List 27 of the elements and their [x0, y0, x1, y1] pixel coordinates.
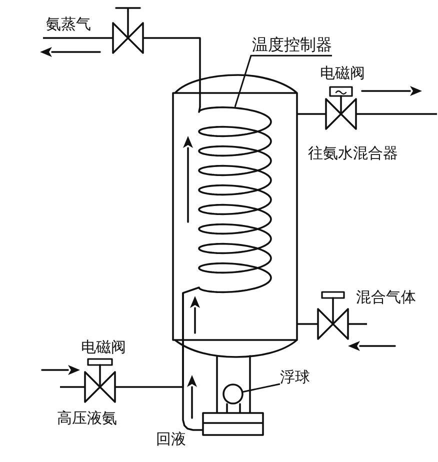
- solenoid-valve-icon: [325, 86, 357, 130]
- stream-label: 往氨水混合器: [308, 145, 398, 162]
- pipe: [143, 37, 201, 107]
- pipe: [60, 386, 85, 388]
- pipe: [297, 113, 326, 115]
- pipe: [348, 323, 367, 325]
- stream-label: 混合气体: [356, 289, 416, 306]
- spiral-coil: [182, 106, 272, 294]
- pipe: [356, 113, 437, 115]
- float-ball: [222, 384, 244, 404]
- float-chamber: [202, 355, 264, 436]
- pipe: [297, 323, 318, 325]
- part-label: 温度控制器: [252, 36, 332, 54]
- solenoid-valve-icon: [317, 291, 349, 340]
- stream-label: 回液: [156, 431, 186, 448]
- solenoid-valve-icon: [84, 358, 116, 403]
- pressure-vessel: [172, 74, 298, 358]
- pipe: [182, 293, 203, 431]
- leader-line: [242, 383, 280, 393]
- stream-label: 高压液氨: [57, 410, 117, 426]
- leader-line: [234, 54, 332, 108]
- pipe: [43, 37, 113, 39]
- part-label: 浮球: [280, 369, 310, 386]
- stream-label: 氨蒸气: [43, 16, 91, 38]
- hand-valve-icon: [112, 7, 144, 54]
- valve-label: 电磁阀: [81, 339, 126, 356]
- valve-label: 电磁阀: [320, 65, 365, 82]
